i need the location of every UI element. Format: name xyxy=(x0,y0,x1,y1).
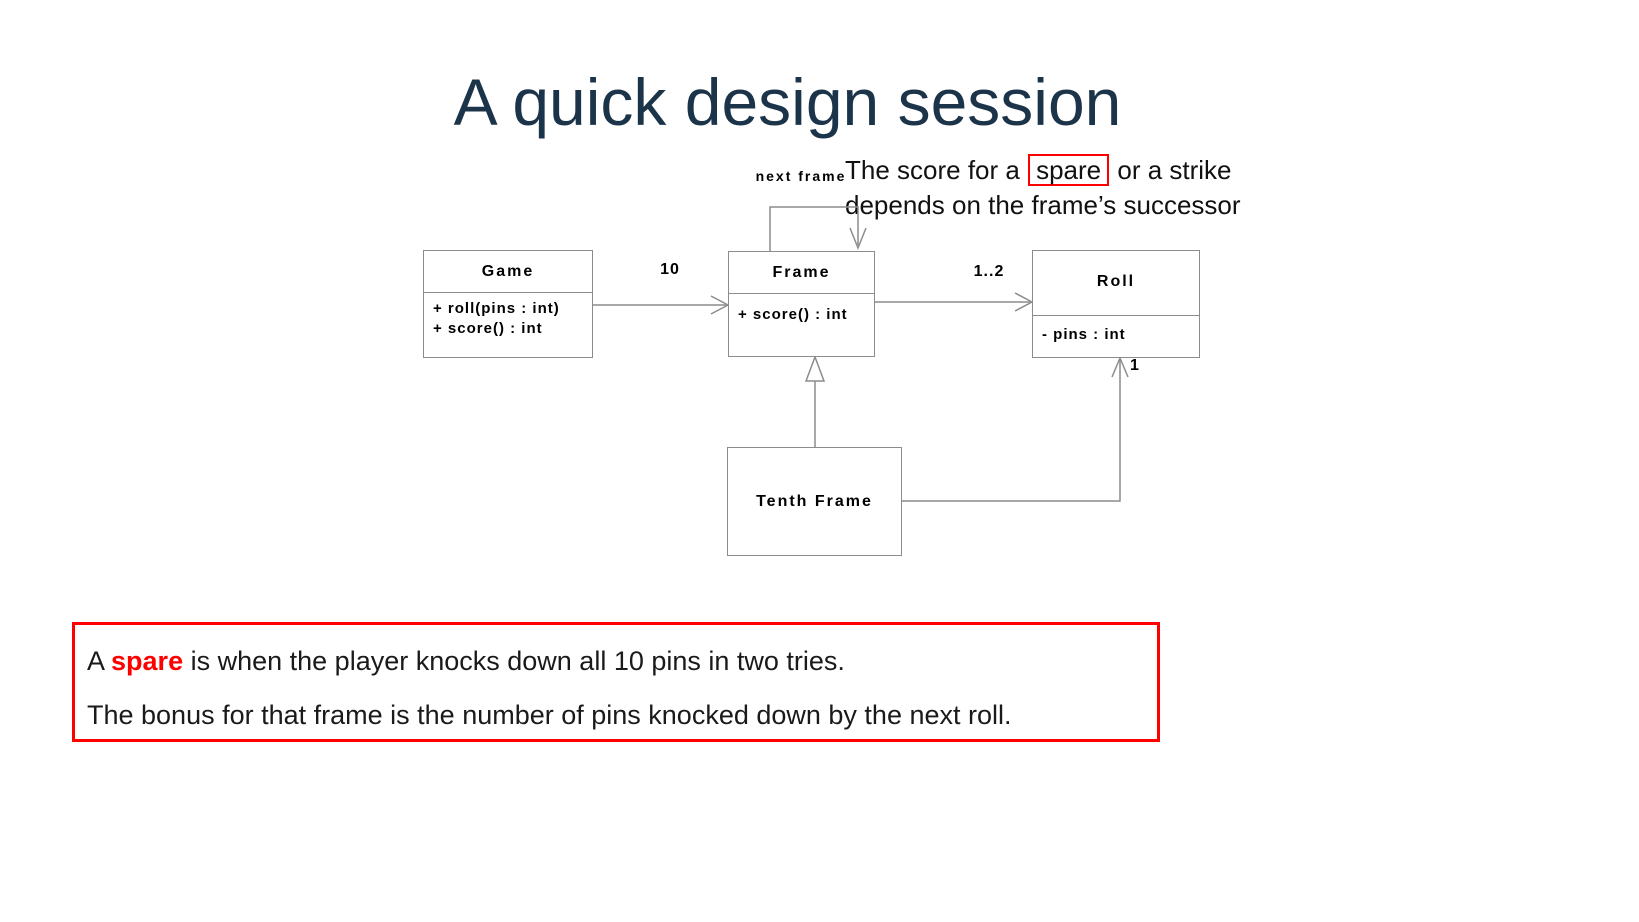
uml-class-frame-members: + score() : int xyxy=(729,294,874,325)
edge-tenthframe-roll xyxy=(902,356,1129,502)
note-line2: The bonus for that frame is the number o… xyxy=(87,700,1012,730)
note-spare-highlight: spare xyxy=(111,646,184,676)
label-next-frame: next frame xyxy=(755,168,847,184)
uml-class-game-members: + roll(pins : int) + score() : int xyxy=(424,293,592,339)
open-arrowhead-right-icon xyxy=(1014,292,1034,312)
uml-class-tenth-frame: Tenth Frame xyxy=(727,447,902,556)
uml-member: + score() : int xyxy=(433,320,543,337)
top-note-line1-suffix: or a strike xyxy=(1117,155,1232,185)
note-line1-suffix: is when the player knocks down all 10 pi… xyxy=(183,646,845,676)
open-arrowhead-down-icon xyxy=(849,227,867,251)
edge-tenthframe-frame-generalization xyxy=(804,354,826,447)
uml-class-roll-members: - pins : int xyxy=(1033,316,1199,345)
top-note-line2: depends on the frame’s successor xyxy=(845,190,1241,220)
edge-frame-roll xyxy=(875,292,1034,312)
note-line1: A spare is when the player knocks down a… xyxy=(87,645,1157,678)
spare-definition-note: A spare is when the player knocks down a… xyxy=(72,622,1160,742)
uml-member: - pins : int xyxy=(1042,326,1126,343)
uml-class-game: Game + roll(pins : int) + score() : int xyxy=(423,250,593,358)
uml-class-roll-name: Roll xyxy=(1033,251,1199,316)
uml-class-roll: Roll - pins : int xyxy=(1032,250,1200,358)
slide-title: A quick design session xyxy=(453,65,1122,139)
top-note-line1: The score for a spare or a strike xyxy=(845,153,1365,188)
uml-class-game-name: Game xyxy=(424,251,592,293)
uml-class-frame-name: Frame xyxy=(729,252,874,294)
uml-member: + roll(pins : int) xyxy=(433,300,560,317)
edge-game-frame xyxy=(593,295,730,315)
hollow-triangle-icon xyxy=(804,354,826,382)
open-arrowhead-up-icon xyxy=(1111,356,1129,378)
uml-member: + score() : int xyxy=(738,306,848,323)
note-line1-prefix: A xyxy=(87,646,112,676)
uml-class-frame: Frame + score() : int xyxy=(728,251,875,357)
open-arrowhead-right-icon xyxy=(710,295,730,315)
uml-class-tenth-frame-name: Tenth Frame xyxy=(756,493,873,510)
spare-highlight-box: spare xyxy=(1028,154,1110,186)
top-note-line1-prefix: The score for a xyxy=(845,155,1020,185)
multiplicity-frame-roll: 1..2 xyxy=(973,263,1005,280)
multiplicity-tenthframe-roll: 1 xyxy=(1130,357,1140,374)
multiplicity-game-frame: 10 xyxy=(660,261,680,278)
top-note: The score for a spare or a strike depend… xyxy=(845,153,1365,223)
